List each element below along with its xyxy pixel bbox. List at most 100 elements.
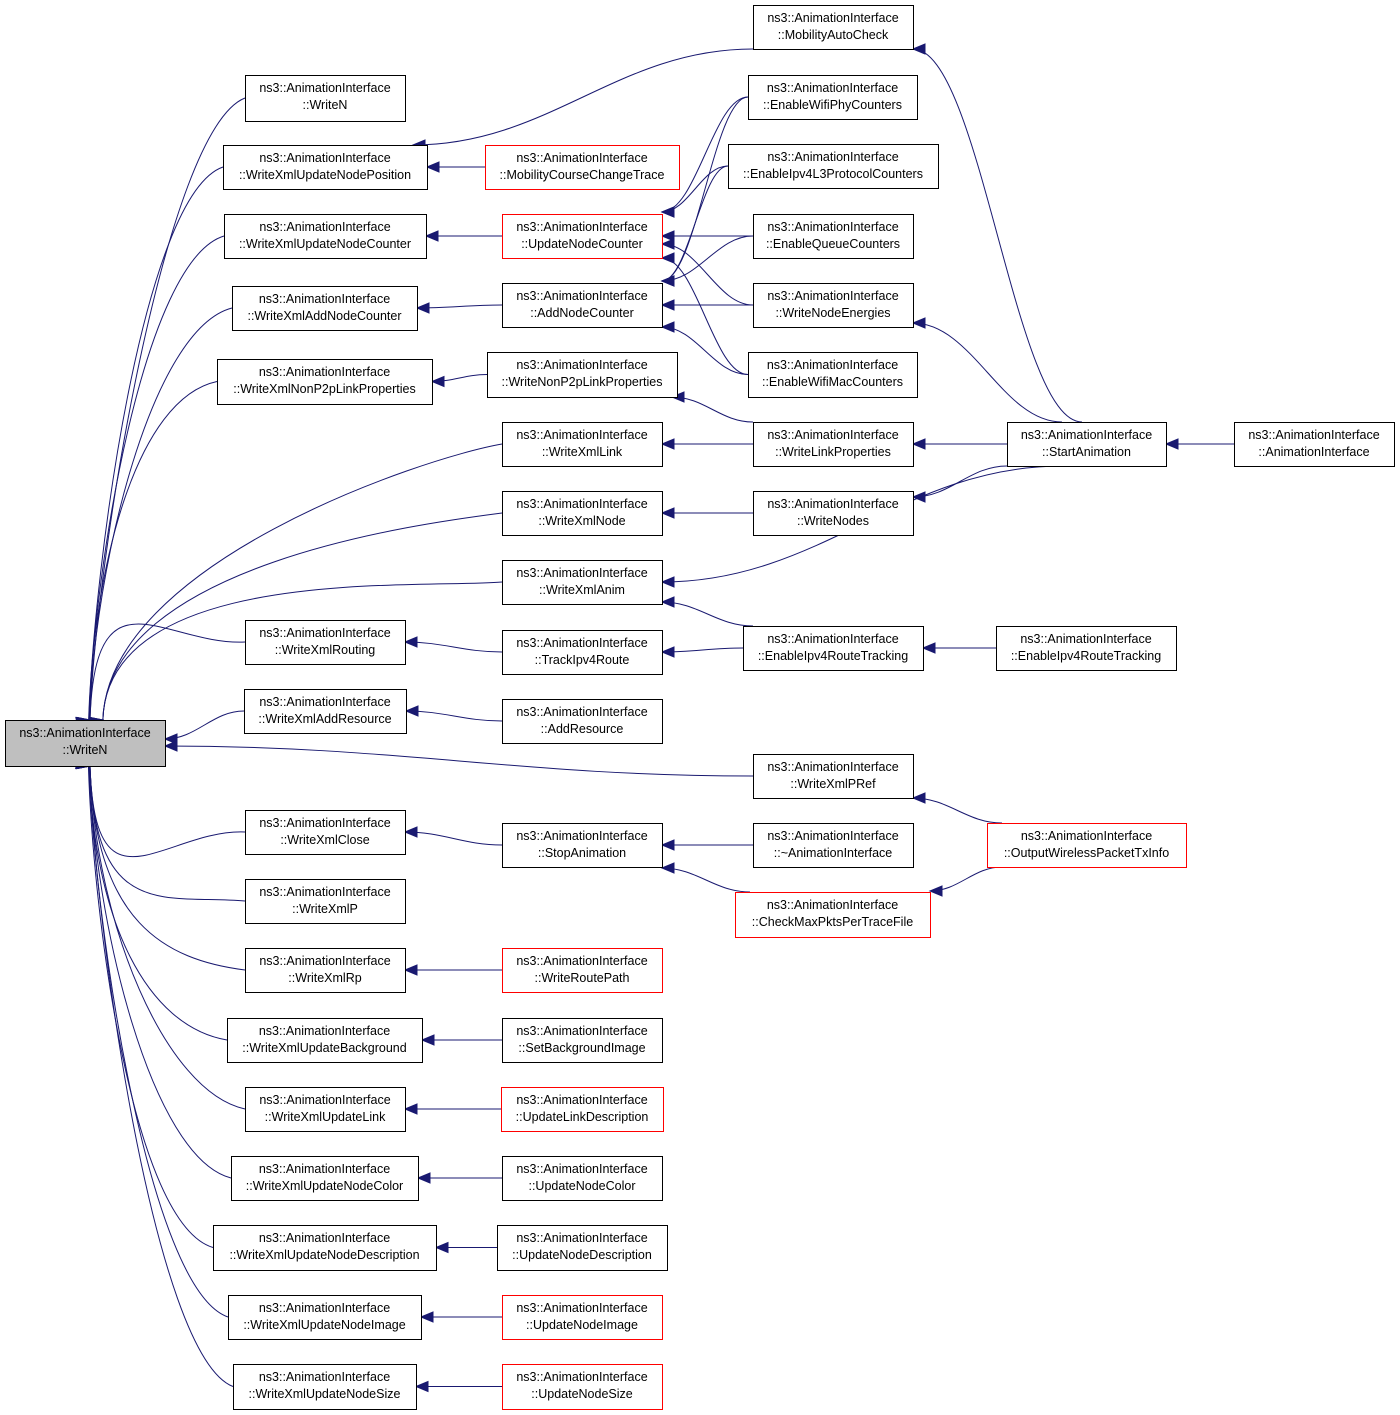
graph-node-writeNodes[interactable]: ns3::AnimationInterface::WriteNodes xyxy=(753,491,914,536)
graph-node-enIpv4RouteTrack2[interactable]: ns3::AnimationInterface::EnableIpv4Route… xyxy=(996,626,1177,671)
graph-node-outWirelessTx[interactable]: ns3::AnimationInterface::OutputWirelessP… xyxy=(987,823,1187,868)
graph-node-checkMaxPkts[interactable]: ns3::AnimationInterface::CheckMaxPktsPer… xyxy=(735,892,931,938)
node-namespace-label: ns3::AnimationInterface xyxy=(516,1024,647,1038)
graph-node-enWifiMac[interactable]: ns3::AnimationInterface::EnableWifiMacCo… xyxy=(748,352,918,398)
node-box xyxy=(748,352,918,398)
graph-node-updNodeDesc[interactable]: ns3::AnimationInterface::UpdateNodeDescr… xyxy=(497,1225,668,1271)
arrowhead-icon xyxy=(911,491,926,503)
graph-node-wxNonP2p[interactable]: ns3::AnimationInterface::WriteXmlNonP2pL… xyxy=(217,359,433,405)
graph-node-updNodeColor[interactable]: ns3::AnimationInterface::UpdateNodeColor xyxy=(502,1156,663,1201)
arrowhead-icon xyxy=(430,375,445,388)
node-method-label: ::WriteXmlNonP2pLinkProperties xyxy=(233,382,415,396)
arrowhead-icon xyxy=(660,252,675,264)
arrowhead-icon xyxy=(911,317,926,329)
node-box xyxy=(5,720,166,767)
node-namespace-label: ns3::AnimationInterface xyxy=(767,11,898,25)
node-box xyxy=(502,823,663,868)
graph-node-wxLink[interactable]: ns3::AnimationInterface::WriteXmlLink xyxy=(502,422,663,467)
graph-node-setBgImage[interactable]: ns3::AnimationInterface::SetBackgroundIm… xyxy=(502,1018,663,1063)
graph-node-writeXmlPRef[interactable]: ns3::AnimationInterface::WriteXmlPRef xyxy=(753,754,914,799)
node-method-label: ::UpdateLinkDescription xyxy=(516,1110,649,1124)
node-box xyxy=(245,75,406,122)
graph-node-writeLinkProps[interactable]: ns3::AnimationInterface::WriteLinkProper… xyxy=(753,422,914,467)
graph-node-wxRouting[interactable]: ns3::AnimationInterface::WriteXmlRouting xyxy=(245,620,406,665)
call-edge xyxy=(661,867,751,893)
graph-node-wxP[interactable]: ns3::AnimationInterface::WriteXmlP xyxy=(245,879,406,924)
graph-node-writeN2[interactable]: ns3::AnimationInterface::WriteN xyxy=(245,75,406,122)
node-method-label: ::EnableIpv4RouteTracking xyxy=(1011,649,1161,663)
arrowhead-icon xyxy=(921,642,936,654)
graph-node-destructor[interactable]: ns3::AnimationInterface::~AnimationInter… xyxy=(753,823,914,868)
graph-node-updNodeSize[interactable]: ns3::AnimationInterface::UpdateNodeSize xyxy=(502,1364,663,1410)
graph-node-wxUpdBg[interactable]: ns3::AnimationInterface::WriteXmlUpdateB… xyxy=(227,1018,423,1063)
arrowhead-icon xyxy=(660,646,675,658)
graph-node-enQueue[interactable]: ns3::AnimationInterface::EnableQueueCoun… xyxy=(753,214,914,259)
graph-node-root[interactable]: ns3::AnimationInterface::WriteN xyxy=(5,720,166,767)
node-method-label: ::TrackIpv4Route xyxy=(535,653,630,667)
graph-node-enIpv4RouteTrack1[interactable]: ns3::AnimationInterface::EnableIpv4Route… xyxy=(743,626,924,671)
graph-node-wxUpdNodeDesc[interactable]: ns3::AnimationInterface::WriteXmlUpdateN… xyxy=(213,1225,437,1271)
graph-node-addNodeCounter[interactable]: ns3::AnimationInterface::AddNodeCounter xyxy=(502,283,663,328)
graph-node-ctor[interactable]: ns3::AnimationInterface::AnimationInterf… xyxy=(1234,422,1395,467)
graph-node-writeRoutePath[interactable]: ns3::AnimationInterface::WriteRoutePath xyxy=(502,948,663,993)
node-box xyxy=(502,1018,663,1063)
node-box xyxy=(753,754,914,799)
graph-node-wxAnim[interactable]: ns3::AnimationInterface::WriteXmlAnim xyxy=(502,560,663,605)
node-box xyxy=(753,491,914,536)
graph-node-enIpv4L3[interactable]: ns3::AnimationInterface::EnableIpv4L3Pro… xyxy=(728,144,939,189)
node-box xyxy=(213,1225,437,1271)
arrowhead-icon xyxy=(660,839,675,851)
graph-node-updNodeCounter[interactable]: ns3::AnimationInterface::UpdateNodeCount… xyxy=(502,214,663,259)
graph-node-writeNonP2p[interactable]: ns3::AnimationInterface::WriteNonP2pLink… xyxy=(487,352,678,398)
graph-node-wxUpdNodeCounter[interactable]: ns3::AnimationInterface::WriteXmlUpdateN… xyxy=(224,214,427,259)
graph-node-wxUpdNodeSize[interactable]: ns3::AnimationInterface::WriteXmlUpdateN… xyxy=(233,1364,417,1410)
call-edge xyxy=(88,307,233,721)
node-namespace-label: ns3::AnimationInterface xyxy=(259,954,390,968)
arrowhead-icon xyxy=(434,1241,449,1254)
graph-node-writeNodeEnergies[interactable]: ns3::AnimationInterface::WriteNodeEnergi… xyxy=(753,283,914,328)
node-box xyxy=(1234,422,1395,467)
arrowhead-icon xyxy=(420,1034,435,1046)
node-box xyxy=(224,214,427,259)
graph-node-wxClose[interactable]: ns3::AnimationInterface::WriteXmlClose xyxy=(245,810,406,855)
graph-node-updLinkDesc[interactable]: ns3::AnimationInterface::UpdateLinkDescr… xyxy=(501,1087,664,1132)
node-method-label: ::WriteXmlClose xyxy=(280,833,369,847)
node-method-label: ::UpdateNodeColor xyxy=(528,1179,635,1193)
arrowhead-icon xyxy=(911,438,926,450)
graph-node-wxNode[interactable]: ns3::AnimationInterface::WriteXmlNode xyxy=(502,491,663,536)
graph-node-enWifiPhy[interactable]: ns3::AnimationInterface::EnableWifiPhyCo… xyxy=(748,75,918,120)
node-method-label: ::WriteRoutePath xyxy=(535,971,630,985)
arrowhead-icon xyxy=(660,230,675,242)
graph-node-wxRp[interactable]: ns3::AnimationInterface::WriteXmlRp xyxy=(245,948,406,993)
node-namespace-label: ns3::AnimationInterface xyxy=(516,151,647,165)
call-edge xyxy=(912,48,1083,423)
node-method-label: ::WriteXmlUpdateNodeDescription xyxy=(229,1248,419,1262)
call-edge xyxy=(404,831,503,846)
graph-node-stopAnim[interactable]: ns3::AnimationInterface::StopAnimation xyxy=(502,823,663,868)
node-namespace-label: ns3::AnimationInterface xyxy=(767,358,898,372)
graph-node-wxUpdLink[interactable]: ns3::AnimationInterface::WriteXmlUpdateL… xyxy=(245,1087,406,1132)
call-edge xyxy=(89,765,246,1110)
arrowhead-icon xyxy=(414,1380,429,1393)
graph-node-wxUpdNodePos[interactable]: ns3::AnimationInterface::WriteXmlUpdateN… xyxy=(223,145,428,190)
graph-node-mobAutoCheck[interactable]: ns3::AnimationInterface::MobilityAutoChe… xyxy=(753,5,914,50)
node-method-label: ::WriteXmlP xyxy=(292,902,358,916)
node-box xyxy=(223,145,428,190)
node-namespace-label: ns3::AnimationInterface xyxy=(767,150,898,164)
call-edge xyxy=(87,765,214,1248)
graph-node-updNodeImage[interactable]: ns3::AnimationInterface::UpdateNodeImage xyxy=(502,1295,663,1340)
call-edge xyxy=(89,765,246,902)
graph-node-trackIpv4[interactable]: ns3::AnimationInterface::TrackIpv4Route xyxy=(502,630,663,675)
graph-node-wxUpdNodeColor[interactable]: ns3::AnimationInterface::WriteXmlUpdateN… xyxy=(231,1156,419,1201)
node-method-label: ::WriteXmlUpdateLink xyxy=(265,1110,386,1124)
call-edge xyxy=(102,512,503,721)
node-box xyxy=(753,5,914,50)
graph-node-wxAddRes[interactable]: ns3::AnimationInterface::WriteXmlAddReso… xyxy=(244,689,407,734)
graph-node-wxUpdNodeImage[interactable]: ns3::AnimationInterface::WriteXmlUpdateN… xyxy=(228,1295,422,1340)
call-edge xyxy=(88,765,232,1179)
graph-node-addResource[interactable]: ns3::AnimationInterface::AddResource xyxy=(502,699,663,744)
graph-node-startAnim[interactable]: ns3::AnimationInterface::StartAnimation xyxy=(1007,422,1167,467)
graph-node-mobCourse[interactable]: ns3::AnimationInterface::MobilityCourseC… xyxy=(485,145,680,190)
graph-node-wxAddNodeCounter[interactable]: ns3::AnimationInterface::WriteXmlAddNode… xyxy=(232,286,418,331)
node-namespace-label: ns3::AnimationInterface xyxy=(259,1162,390,1176)
